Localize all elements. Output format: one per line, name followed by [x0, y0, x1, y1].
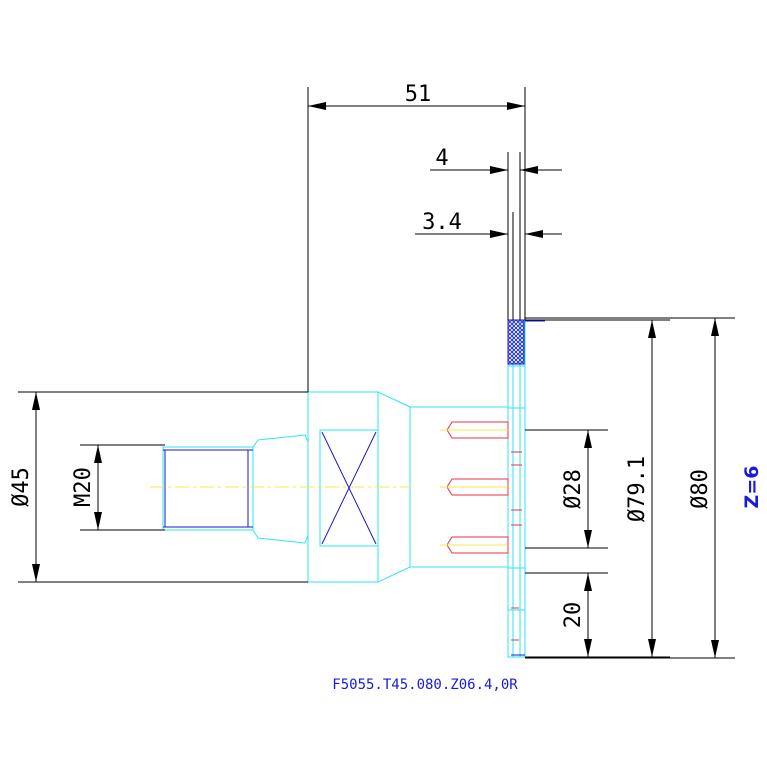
- dim-cutting-diameter: Ø80: [688, 469, 713, 509]
- cutter-body-outline: [162, 319, 526, 658]
- thread-lines: [163, 449, 253, 528]
- wrench-flat-cross: [321, 431, 377, 545]
- dim-cutting-diameter-inner: Ø79.1: [625, 456, 650, 522]
- dim-shank-diameter: Ø45: [9, 467, 34, 507]
- dim-length-overall: 51: [405, 82, 432, 107]
- dim-insert-thickness: 4: [435, 146, 448, 171]
- dimension-lines: [18, 87, 735, 659]
- dim-insert-gap: 3.4: [422, 210, 462, 235]
- part-code-label: F5055.T45.080.Z06.4,0R: [332, 677, 518, 693]
- teeth-count-label: Z=6: [741, 466, 763, 509]
- dim-thread: M20: [71, 467, 96, 507]
- flange-marks: [511, 320, 548, 656]
- insert-hatch: [507, 319, 525, 365]
- dim-bore-diameter: Ø28: [561, 469, 586, 509]
- screws: [446, 421, 522, 641]
- centerline: [150, 429, 508, 546]
- dim-depth: 20: [561, 602, 586, 629]
